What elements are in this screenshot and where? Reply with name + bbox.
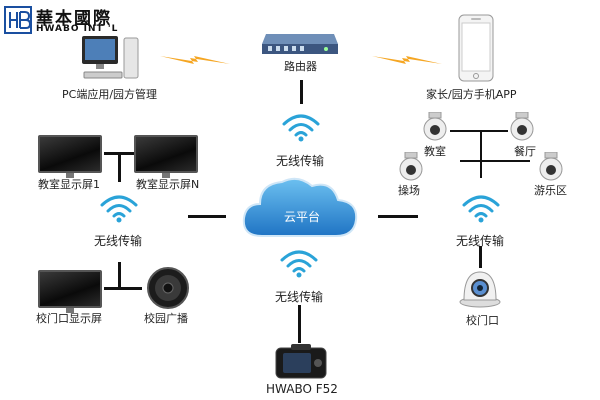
cam-playground-label: 操场 [398, 184, 420, 197]
connector-left-cloud [188, 215, 226, 218]
logo-text-en: HWABO INT 'L [36, 24, 119, 34]
wifi-top-label: 无线传输 [276, 154, 325, 168]
wifi-left-label: 无线传输 [94, 234, 143, 248]
connector-screens-v [118, 152, 121, 182]
logo-text-cn: 華本國際 [36, 9, 112, 29]
lightning-right-icon [372, 56, 442, 64]
monitor-icon [38, 270, 102, 313]
wifi-right-label: 无线传输 [456, 234, 505, 248]
speaker-icon [147, 267, 189, 309]
wifi-icon [462, 195, 500, 223]
dome-camera-icon [423, 112, 447, 141]
connector-cams-h2 [460, 160, 530, 162]
phone-label: 家长/园方手机APP [426, 88, 517, 101]
screen-1-label: 教室显示屏1 [38, 178, 100, 191]
wifi-bottom-label: 无线传输 [275, 290, 324, 304]
monitor-icon [38, 135, 102, 178]
gate-screen-label: 校门口显示屏 [36, 312, 102, 325]
pc-icon [82, 36, 139, 79]
cam-classroom-label: 教室 [424, 145, 446, 158]
connector-wifi-device [298, 305, 301, 343]
connector-gate-v [118, 262, 121, 289]
wifi-icon [282, 114, 320, 142]
router-icon [262, 34, 338, 54]
connector-wifi-gatecam [479, 246, 482, 268]
logo-mark-icon [4, 6, 32, 34]
wifi-icon [280, 250, 318, 278]
connector-cams-v [480, 130, 482, 178]
cam-canteen-label: 餐厅 [514, 145, 536, 158]
dome-camera-icon [399, 152, 423, 181]
cloud-icon [242, 177, 358, 237]
dome-camera-icon [539, 152, 563, 181]
connector-gate-h [104, 287, 142, 290]
device-terminal-icon [275, 344, 327, 379]
wifi-icon [100, 195, 138, 223]
connector-router-wifi [300, 80, 303, 104]
dome-camera-icon [510, 112, 534, 141]
connector-cloud-right [378, 215, 418, 218]
gate-camera-label: 校门口 [466, 314, 499, 327]
pc-label: PC端应用/园方管理 [62, 88, 158, 101]
connector-cams-h [450, 130, 508, 132]
dome-camera-icon [459, 271, 501, 308]
lightning-left-icon [160, 56, 230, 64]
monitor-icon [134, 135, 198, 178]
cam-playarea-label: 游乐区 [534, 184, 567, 197]
speaker-label: 校园广播 [144, 312, 188, 325]
screen-n-label: 教室显示屏N [136, 178, 200, 191]
cloud-label: 云平台 [284, 210, 321, 224]
smartphone-icon [458, 14, 494, 82]
router-label: 路由器 [284, 60, 317, 73]
device-label: HWABO F52 [266, 382, 338, 396]
